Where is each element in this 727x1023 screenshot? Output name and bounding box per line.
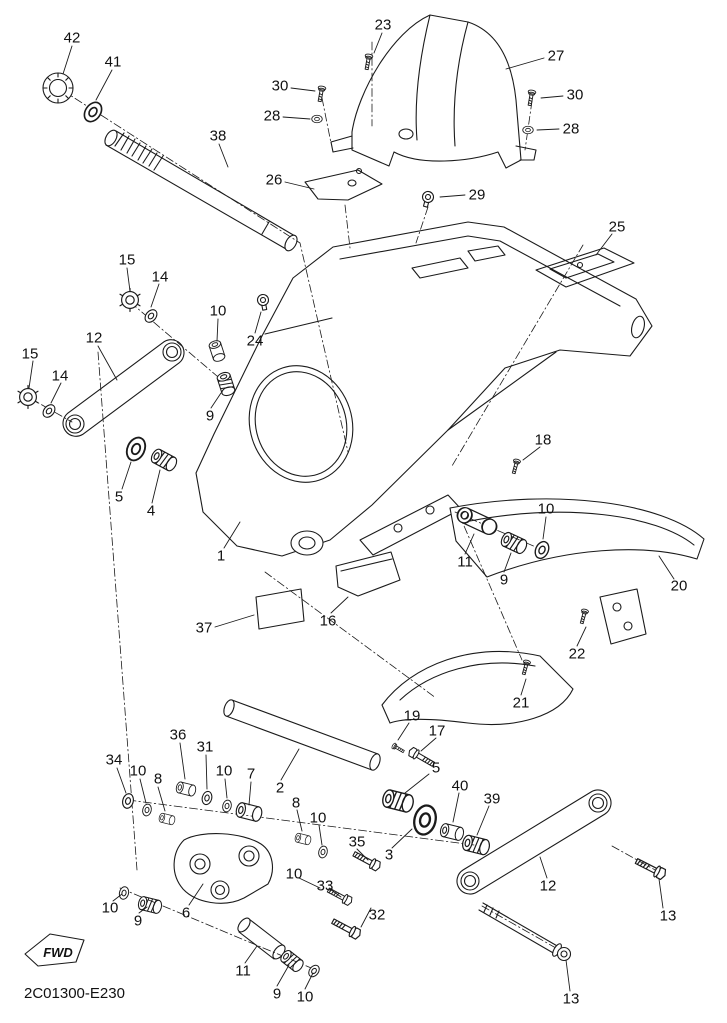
part-screw-18 — [509, 457, 522, 475]
fwd-label: FWD — [43, 945, 73, 960]
leader-lines — [28, 32, 675, 992]
part-label-plate — [255, 588, 305, 630]
part-chain-guard-lower — [381, 650, 574, 725]
part-nut-15-upper — [119, 287, 141, 313]
part-washer-14-upper — [142, 306, 160, 326]
part-bolt-13-bottom — [478, 902, 572, 962]
fwd-arrow: FWD — [24, 933, 85, 967]
part-bolt-13-right — [633, 855, 669, 882]
part-collar-8-a — [157, 812, 177, 826]
part-connecting-rod — [223, 699, 381, 771]
part-washer-10-b — [140, 802, 154, 818]
part-nut-15-lower — [17, 384, 39, 410]
part-washer-34 — [120, 792, 136, 810]
part-bolt-17 — [406, 745, 437, 770]
part-chain-slider — [335, 551, 401, 597]
part-arm-left — [62, 339, 185, 437]
part-washer-28-left — [311, 114, 323, 124]
part-nut-39 — [460, 833, 492, 857]
part-washer-31 — [200, 789, 214, 807]
part-clamp-29 — [419, 189, 436, 209]
part-washer-10-a — [220, 798, 234, 814]
part-collar-8-b — [293, 832, 313, 846]
part-collar-40 — [438, 822, 466, 842]
part-washer-28-right — [522, 125, 534, 135]
part-pivot-shaft — [104, 129, 298, 252]
part-arm-right — [456, 789, 612, 895]
part-ring-3 — [410, 802, 440, 838]
part-washer-41 — [80, 98, 106, 126]
part-fender-bracket — [304, 167, 383, 201]
diagram-code: 2C01300-E230 — [24, 985, 125, 1002]
part-collar-36 — [174, 780, 198, 798]
part-washer-14-lower — [40, 401, 58, 421]
part-relay-arm — [173, 833, 274, 904]
part-bearing-5-right — [380, 788, 416, 814]
part-bolt-35 — [350, 848, 383, 873]
part-collar-10-upper — [207, 338, 227, 364]
part-screw-30-left — [315, 85, 327, 103]
part-washer-10-bottom — [306, 962, 322, 980]
part-collar-rod-bottom — [237, 917, 286, 960]
part-bolt-23 — [362, 53, 374, 71]
part-screw-30-right — [525, 89, 537, 107]
part-seal-5-left — [122, 433, 150, 465]
part-washer-10-c — [316, 844, 330, 860]
part-clamp-24 — [256, 293, 271, 312]
part-rear-fender — [330, 14, 537, 169]
part-bolt-32 — [329, 915, 364, 942]
part-bearing-9-upper — [215, 370, 237, 398]
part-screw-22 — [577, 607, 590, 625]
part-pivot-nut — [42, 72, 74, 104]
part-chain-guard-upper — [449, 498, 705, 645]
part-screw-19 — [390, 742, 406, 755]
part-bearing-4 — [148, 446, 180, 474]
